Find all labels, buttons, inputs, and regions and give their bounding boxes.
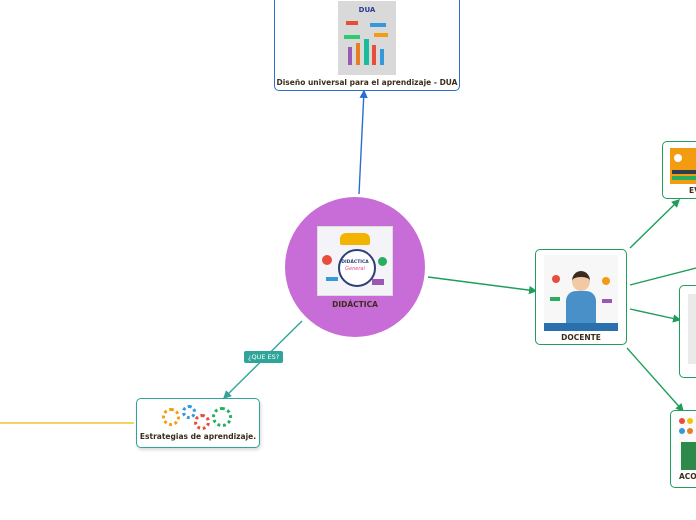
didactica-label: DIDÁCTICA xyxy=(332,299,378,309)
node-ev[interactable]: EV xyxy=(662,141,696,199)
aco-image xyxy=(679,416,696,470)
right-mid-image xyxy=(688,294,696,364)
node-docente[interactable]: DOCENTE xyxy=(535,249,627,345)
aco-label: ACO xyxy=(679,472,696,481)
link-docente-right xyxy=(629,267,696,286)
gear-icon xyxy=(182,405,196,419)
node-dua[interactable]: DUA Diseño universal para el aprendizaje… xyxy=(274,0,460,91)
estrategias-image xyxy=(160,404,236,430)
ev-image xyxy=(670,148,696,184)
node-aco[interactable]: ACO xyxy=(670,410,696,488)
didactica-image-title: DIDÁCTICA xyxy=(341,259,369,265)
link-center-dua xyxy=(358,89,368,195)
didactica-image-subtitle: General xyxy=(345,265,365,272)
link-tag-que-es[interactable]: ¿QUE ES? xyxy=(244,351,284,363)
gear-icon xyxy=(194,414,210,430)
node-right-mid[interactable] xyxy=(679,285,696,378)
gear-icon xyxy=(212,407,232,427)
node-didactica[interactable]: DIDÁCTICA General DIDÁCTICA xyxy=(285,197,425,337)
dua-image-title: DUA xyxy=(358,6,376,14)
teacher-figure xyxy=(572,271,590,291)
gear-icon xyxy=(162,408,180,426)
link-docente-aco xyxy=(626,347,684,413)
ev-label: EV xyxy=(689,186,696,195)
docente-image xyxy=(544,255,618,331)
didactica-image: DIDÁCTICA General xyxy=(317,225,393,296)
dua-label: Diseño universal para el aprendizaje - D… xyxy=(276,78,458,87)
estrategias-label: Estrategias de aprendizaje. xyxy=(139,432,257,441)
docente-label: DOCENTE xyxy=(561,333,601,342)
link-docente-ev xyxy=(629,199,681,249)
link-center-docente xyxy=(427,276,538,295)
node-estrategias[interactable]: Estrategias de aprendizaje. xyxy=(136,398,260,448)
dua-image: DUA xyxy=(338,1,396,75)
link-docente-mid xyxy=(629,308,682,323)
